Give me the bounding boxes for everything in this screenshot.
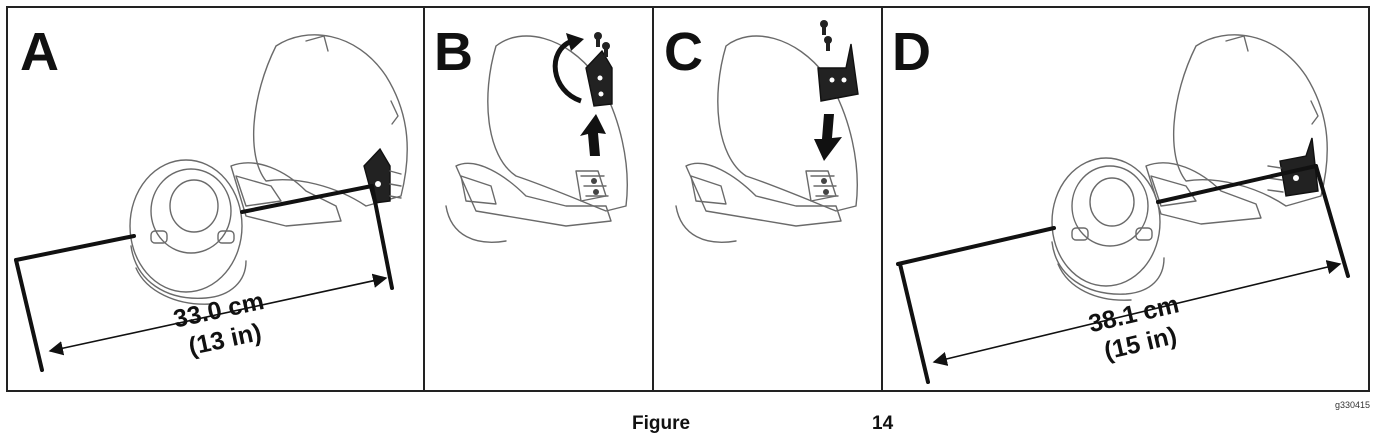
figure-frame: A 33.0 cm	[6, 6, 1370, 392]
panel-letter-a: A	[20, 22, 59, 82]
image-code: g330415	[1334, 400, 1370, 410]
measure-end-left-a	[14, 258, 44, 372]
panel-a: A 33.0 cm	[14, 22, 408, 372]
trimming-line-d	[896, 226, 1056, 266]
panel-letter-b: B	[434, 22, 473, 82]
down-arrow-icon	[814, 114, 842, 161]
measure-end-left-d	[898, 262, 930, 384]
panel-letter-c: C	[664, 22, 703, 82]
panel-letter-d: D	[892, 22, 931, 82]
measure-end-right-a	[370, 184, 394, 290]
measure-arrow-a	[48, 273, 388, 356]
bracket-c	[817, 43, 859, 102]
measure-arrow-d	[932, 260, 1342, 366]
figure-caption-number: 14	[872, 413, 894, 434]
figure-caption-word: Figure	[632, 413, 691, 434]
trimmer-illustration-b	[445, 35, 628, 243]
measure-end-right-d	[1314, 164, 1350, 278]
panel-b: B	[434, 22, 628, 243]
up-arrow-icon	[580, 114, 606, 156]
panel-c: C	[664, 20, 859, 243]
rotate-arrow-icon	[552, 38, 582, 104]
trimmer-illustration-d	[1051, 34, 1328, 301]
trimming-line-a-right	[240, 184, 374, 214]
figure-border	[6, 6, 1370, 392]
trimming-line-a	[14, 234, 136, 262]
trimmer-illustration-c	[675, 35, 858, 243]
trimmer-illustration-a	[129, 34, 408, 305]
screws-b	[594, 32, 610, 57]
panel-d: D 38.1 cm	[892, 22, 1350, 384]
trimming-line-d-right	[1156, 164, 1318, 204]
screws-c	[820, 20, 832, 51]
